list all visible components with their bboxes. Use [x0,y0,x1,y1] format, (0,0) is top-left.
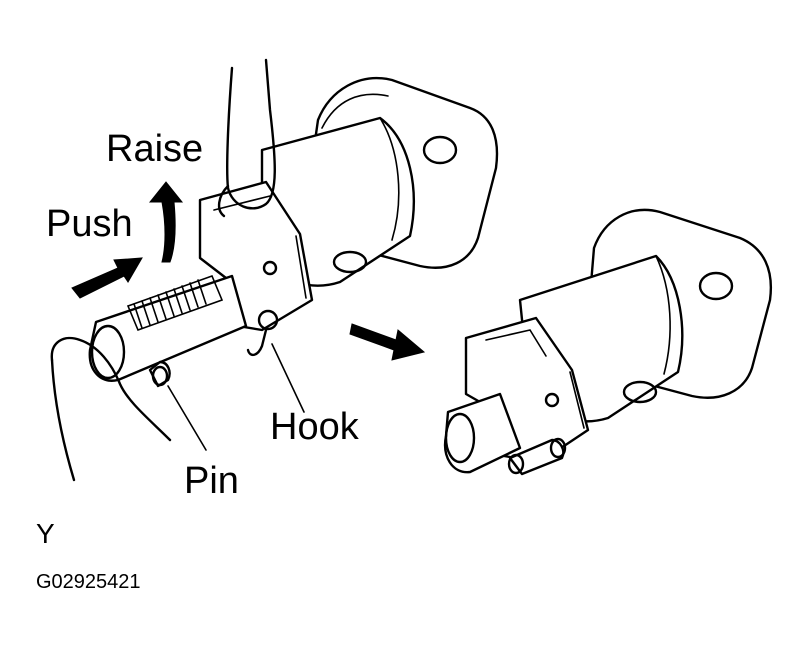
figure-code: G02925421 [36,571,141,593]
view-letter: Y [36,518,55,549]
right-flange-hole [698,271,734,301]
direction-arrow [349,323,426,361]
raise-label: Raise [106,128,204,170]
hook-label: Hook [270,406,359,448]
pin-leader-line [167,385,207,451]
left-flange-hole [422,135,458,165]
left-housing-slot [332,250,368,274]
hand-thumb [217,58,276,218]
hand-palm [50,336,172,482]
left-hook [246,309,279,357]
left-knurled-section [126,274,224,332]
right-block-bolt [544,392,560,408]
push-arrow [71,257,143,299]
push-label: Push [46,203,133,245]
left-block-bolt [262,260,278,276]
left-tensioner-assembly [50,58,499,482]
raise-arrow [148,181,184,263]
left-plunger-rod [88,274,248,382]
left-front-block [198,180,314,332]
left-pin [148,360,171,388]
pin-label: Pin [184,460,239,502]
hook-leader-line [271,343,305,413]
right-tensioner-assembly [443,208,773,476]
right-housing-slot [622,380,658,404]
right-pin [507,437,567,476]
